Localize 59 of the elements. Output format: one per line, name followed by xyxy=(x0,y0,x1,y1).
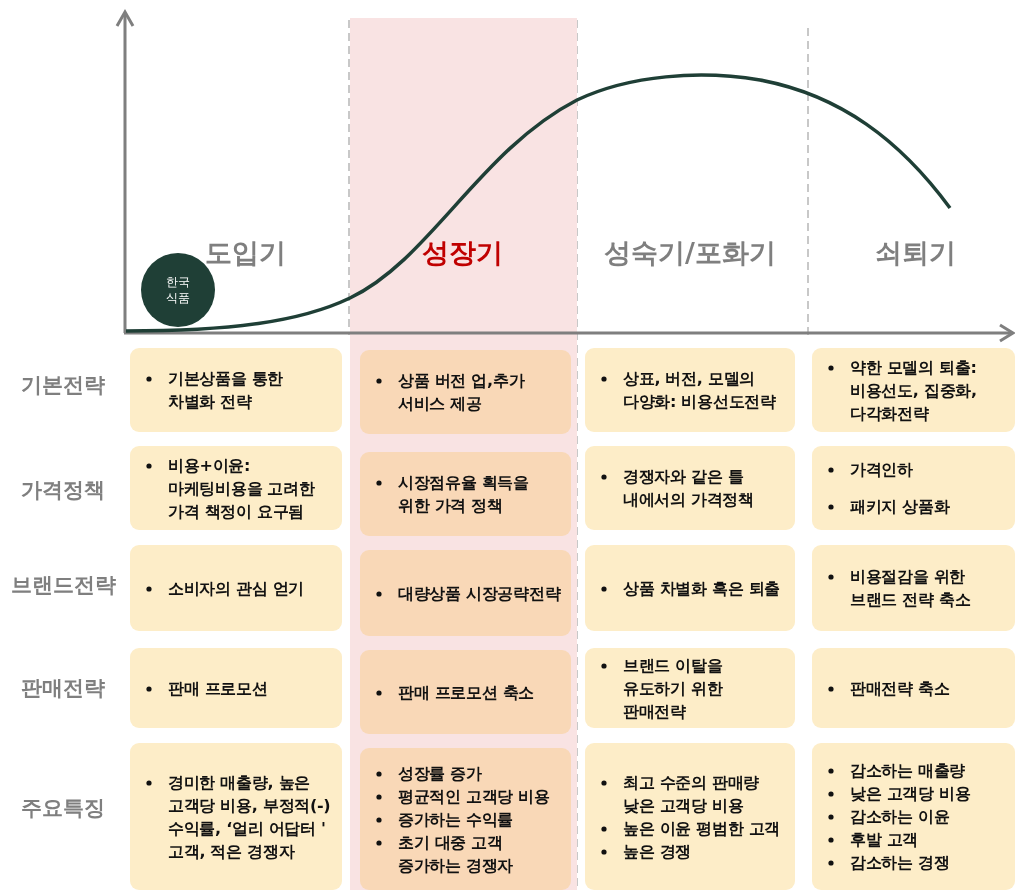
bullet-text: 높은 이윤 평범한 고객 xyxy=(597,816,787,840)
bullet-text: 평균적인 고객당 비용 xyxy=(372,784,563,808)
bullet-text: 감소하는 매출량 xyxy=(824,759,1007,782)
strategy-card xyxy=(585,348,795,432)
stage-band xyxy=(350,18,577,890)
bullet-text: 약한 모델의 퇴출: 비용선도, 집중화, 다각화전략 xyxy=(824,355,1007,425)
bullet-text: 판매전략 축소 xyxy=(824,676,1007,700)
bullet-text: 감소하는 이윤 xyxy=(824,805,1007,828)
strategy-card xyxy=(812,648,1015,728)
strategy-card xyxy=(360,550,571,636)
strategy-card xyxy=(812,348,1015,432)
bullet-text: 높은 경쟁 xyxy=(597,839,787,863)
bullet-text: 증가하는 수익률 xyxy=(372,807,563,831)
bullet-text: 판매 프로모션 축소 xyxy=(372,680,563,704)
stage-heading: 성장기 xyxy=(421,236,503,270)
bullet-text: 상표, 버전, 모델의 다양화: 비용선도전략 xyxy=(597,367,787,413)
bullet-text: 상품 차별화 혹은 퇴출 xyxy=(597,576,787,600)
bullet-text: 패키지 상품화 xyxy=(824,495,1007,518)
bullet-text: 경쟁자와 같은 틀 내에서의 가격정책 xyxy=(597,465,787,511)
strategy-card xyxy=(812,446,1015,530)
strategy-card xyxy=(585,545,795,631)
strategy-card xyxy=(130,743,342,890)
strategy-card xyxy=(130,648,342,728)
strategy-card xyxy=(360,350,571,434)
strategy-card xyxy=(585,648,795,728)
stage-heading: 쇠퇴기 xyxy=(874,236,956,270)
bullet-text: 비용+이윤: 마케팅비용을 고려한 가격 책정이 요구됨 xyxy=(142,453,334,523)
strategy-card xyxy=(360,748,571,890)
bullet-text: 상품 버전 업,추가 서비스 제공 xyxy=(372,369,563,415)
strategy-card xyxy=(585,743,795,890)
strategy-card xyxy=(130,446,342,530)
bullet-text: 감소하는 경쟁 xyxy=(824,851,1007,874)
bullet-text: 브랜드 이탈을 유도하기 위한 판매전략 xyxy=(597,653,787,723)
bullet-text: 가격인하 xyxy=(824,458,1007,481)
strategy-card xyxy=(360,452,571,536)
strategy-card xyxy=(585,446,795,530)
row-heading: 가격정책 xyxy=(21,477,105,504)
row-heading: 브랜드전략 xyxy=(10,572,116,599)
row-heading: 판매전략 xyxy=(21,675,105,702)
bullet-text: 비용절감을 위한 브랜드 전략 축소 xyxy=(824,565,1007,611)
row-heading: 기본전략 xyxy=(21,372,105,399)
strategy-card xyxy=(812,743,1015,890)
bullet-text: 대량상품 시장공략전략 xyxy=(372,581,563,605)
bullet-text: 낮은 고객당 비용 xyxy=(824,782,1007,805)
strategy-card xyxy=(130,545,342,631)
strategy-card xyxy=(360,650,571,734)
strategy-card xyxy=(130,348,342,432)
stage-heading: 성숙기/포화기 xyxy=(604,236,776,270)
bullet-text: 성장률 증가 xyxy=(372,761,563,785)
bullet-text: 판매 프로모션 xyxy=(142,676,334,700)
bullet-text: 최고 수준의 판매량 낮은 고객당 비용 xyxy=(597,770,787,817)
bullet-text: 초기 대중 고객 증가하는 경쟁자 xyxy=(372,830,563,877)
bullet-text: 기본상품을 통한 차별화 전략 xyxy=(142,367,334,413)
bullet-text: 소비자의 관심 얻기 xyxy=(142,576,334,600)
row-heading: 주요특징 xyxy=(21,795,105,822)
bullet-text: 시장점유율 획득을 위한 가격 정책 xyxy=(372,471,563,517)
strategy-card xyxy=(812,545,1015,631)
bullet-text: 경미한 매출량, 높은 고객당 비용, 부정적(-) 수익률, ‘얼리 어답터 ' 고객, 적은 경쟁자 xyxy=(142,770,334,863)
bullet-text: 후발 고객 xyxy=(824,828,1007,851)
